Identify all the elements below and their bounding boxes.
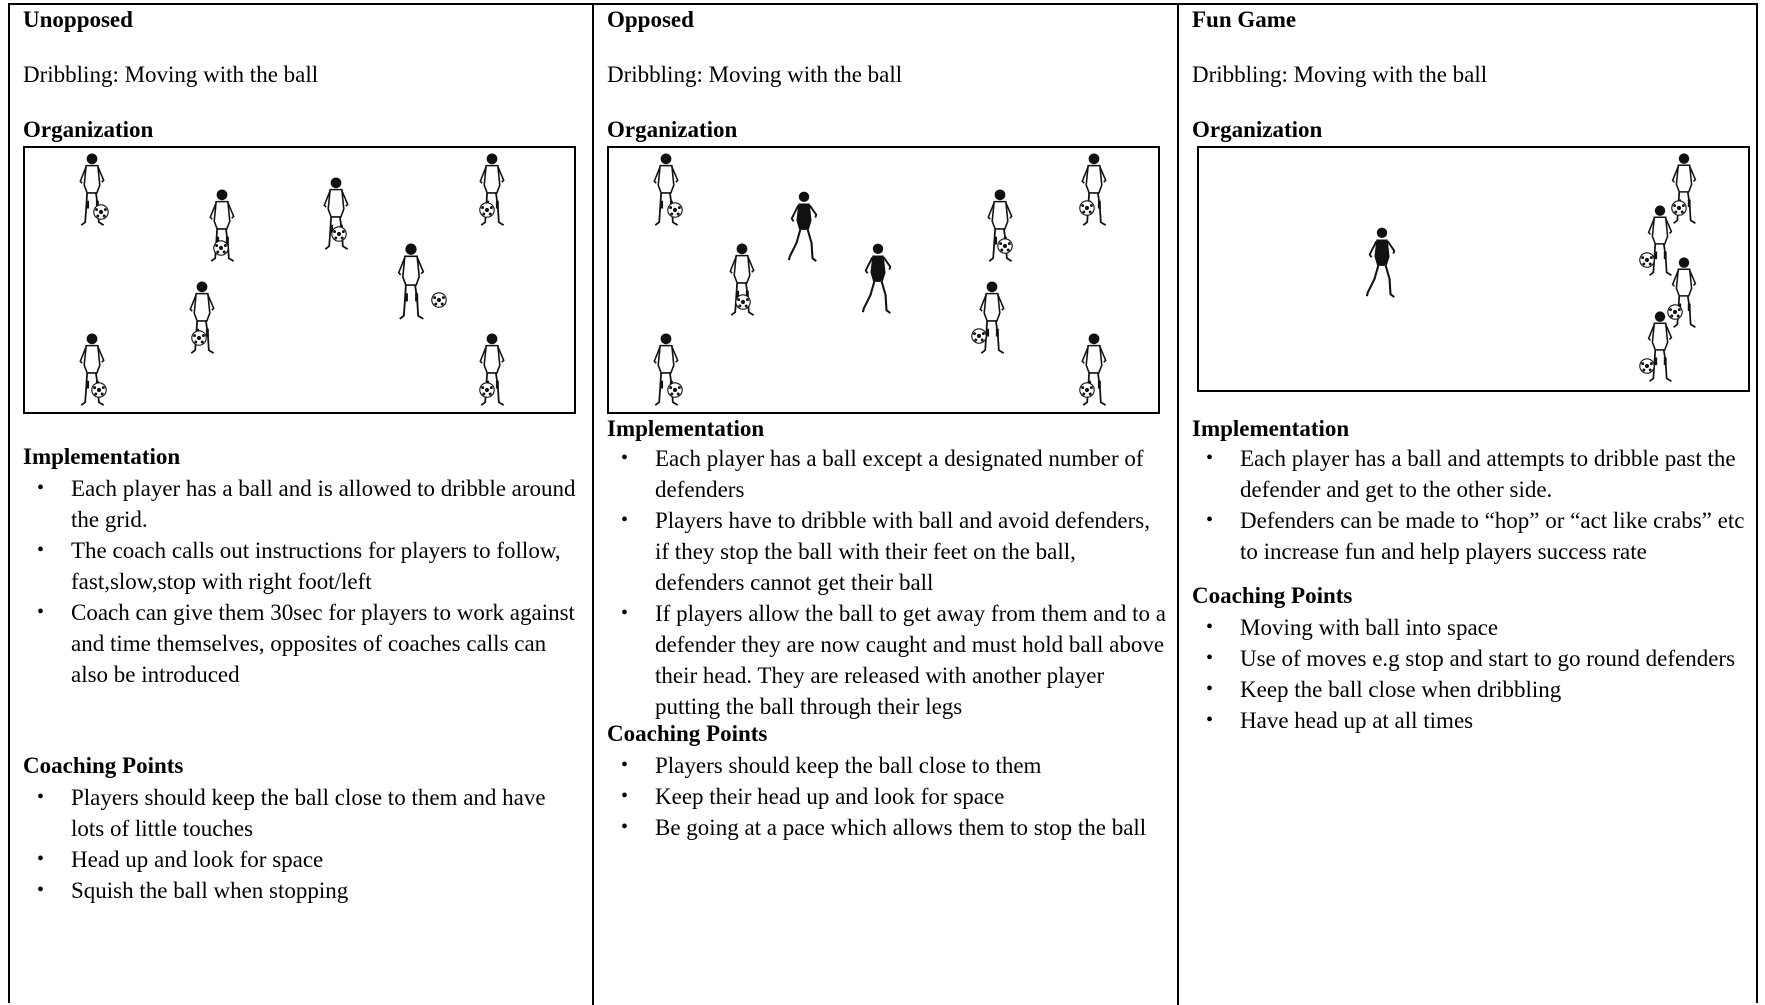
player-figure [1079, 152, 1107, 227]
list-item: Keep the ball close when dribbling [1192, 674, 1746, 705]
player-figure [397, 242, 447, 320]
player-figure [1639, 204, 1673, 277]
column-subtitle: Dribbling: Moving with the ball [23, 62, 319, 87]
coaching-points-list: Players should keep the ball close to th… [23, 782, 582, 906]
column-heading: Fun Game [1192, 7, 1297, 32]
implementation-label: Implementation [1192, 416, 1350, 441]
organization-diagram [1197, 146, 1750, 392]
list-item: Use of moves e.g stop and start to go ro… [1192, 643, 1746, 674]
player-figure [653, 152, 683, 227]
organization-label: Organization [1192, 117, 1323, 142]
player-figure [1079, 332, 1107, 407]
list-item: Have head up at all times [1192, 705, 1746, 736]
coaching-points-label: Coaching Points [23, 753, 184, 778]
defender-figure [787, 190, 818, 263]
column-heading: Opposed [607, 7, 694, 32]
organization-diagram [23, 146, 576, 414]
coaching-points-label: Coaching Points [1192, 583, 1353, 608]
organization-label: Organization [607, 117, 738, 142]
column-fun-game: Fun Game Dribbling: Moving with the ball… [1179, 5, 1756, 1005]
coaching-points-list: Moving with ball into space Use of moves… [1192, 612, 1746, 736]
coaching-points-list: Players should keep the ball close to th… [607, 750, 1167, 843]
player-figure [971, 280, 1005, 355]
list-item: Head up and look for space [23, 844, 582, 875]
list-item: Each player has a ball and attempts to d… [1192, 443, 1746, 505]
player-figure [323, 176, 349, 251]
list-item: Each player has a ball except a designat… [607, 443, 1167, 505]
player-figure [479, 152, 505, 227]
list-item: Be going at a pace which allows them to … [607, 812, 1167, 843]
player-figure [79, 332, 107, 407]
list-item: Squish the ball when stopping [23, 875, 582, 906]
player-figure [1671, 152, 1697, 225]
player-figure [189, 280, 215, 355]
column-subtitle: Dribbling: Moving with the ball [607, 62, 903, 87]
implementation-list: Each player has a ball and is allowed to… [23, 473, 582, 690]
player-figure [479, 332, 505, 407]
column-heading: Unopposed [23, 7, 133, 32]
list-item: Players should keep the ball close to th… [23, 782, 582, 844]
player-figure [209, 188, 235, 263]
defender-figure [1365, 226, 1396, 299]
session-plan-table: Unopposed Dribbling: Moving with the bal… [8, 3, 1758, 1005]
list-item: Keep their head up and look for space [607, 781, 1167, 812]
player-figure [987, 188, 1013, 263]
list-item: Defenders can be made to “hop” or “act l… [1192, 505, 1746, 567]
player-figure [1667, 256, 1697, 329]
player-figure [729, 242, 755, 317]
player-figure [653, 332, 683, 407]
column-subtitle: Dribbling: Moving with the ball [1192, 62, 1488, 87]
list-item: The coach calls out instructions for pla… [23, 535, 582, 597]
implementation-list: Each player has a ball and attempts to d… [1192, 443, 1746, 567]
list-item: If players allow the ball to get away fr… [607, 598, 1167, 722]
column-unopposed: Unopposed Dribbling: Moving with the bal… [10, 5, 594, 1005]
coaching-points-label: Coaching Points [607, 721, 768, 746]
player-figure [1639, 310, 1673, 383]
list-item: Players should keep the ball close to th… [607, 750, 1167, 781]
implementation-label: Implementation [23, 444, 181, 469]
organization-diagram [607, 146, 1160, 414]
defender-figure [861, 242, 892, 315]
column-opposed: Opposed Dribbling: Moving with the ball … [594, 5, 1179, 1005]
list-item: Each player has a ball and is allowed to… [23, 473, 582, 535]
player-figure [79, 152, 109, 227]
implementation-label: Implementation [607, 416, 765, 441]
organization-label: Organization [23, 117, 154, 142]
list-item: Moving with ball into space [1192, 612, 1746, 643]
list-item: Players have to dribble with ball and av… [607, 505, 1167, 598]
list-item: Coach can give them 30sec for players to… [23, 597, 582, 690]
implementation-list: Each player has a ball except a designat… [607, 443, 1167, 722]
